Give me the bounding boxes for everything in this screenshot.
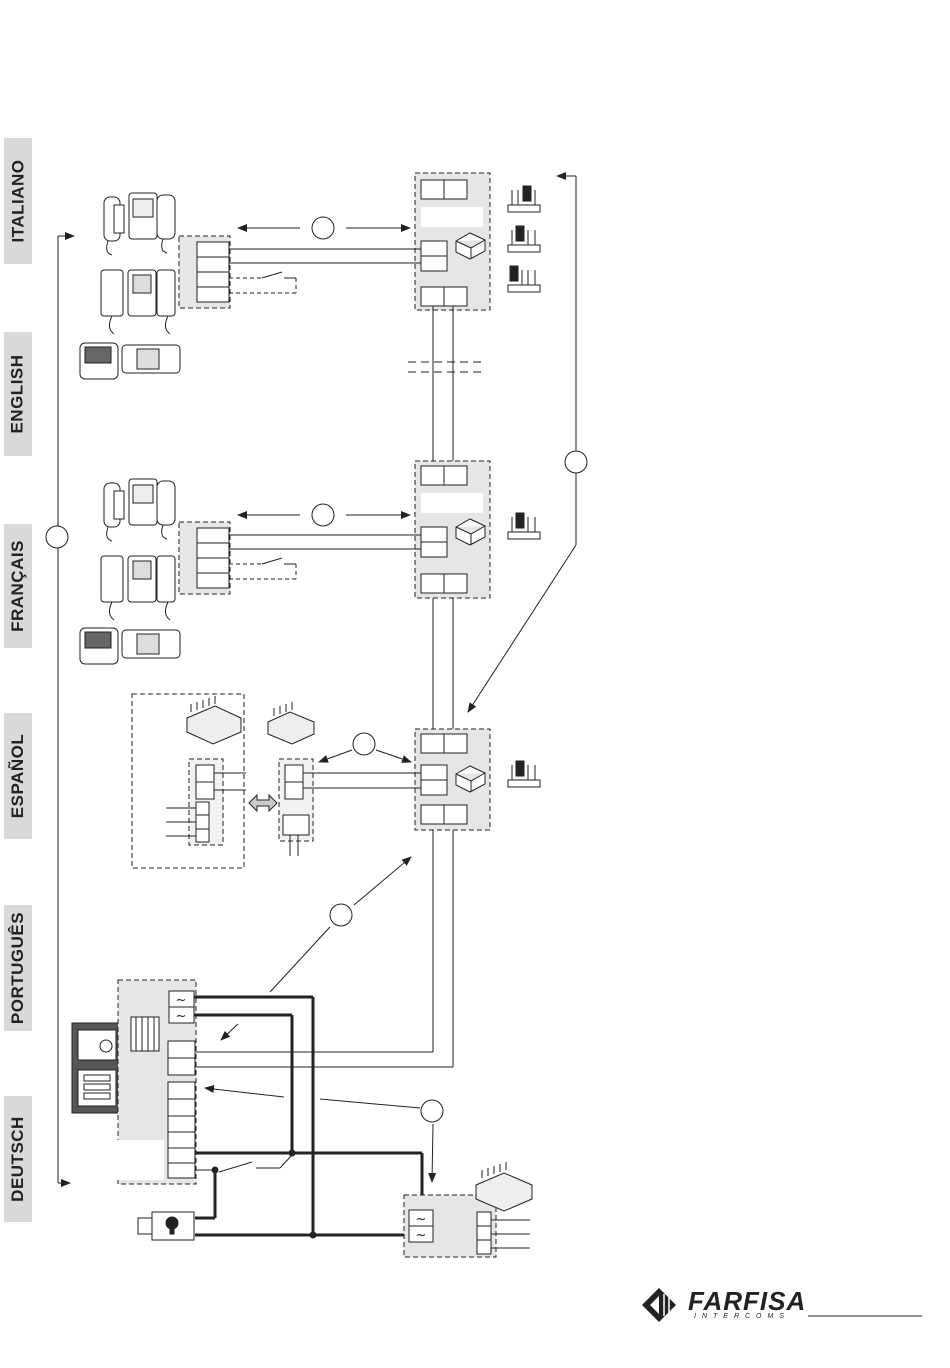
terminal-block-1 [179, 236, 230, 308]
jumper-icon [508, 761, 540, 787]
jumper-icon [508, 186, 540, 292]
callout-circle [565, 451, 587, 473]
door-panel [72, 1023, 122, 1113]
jumper-icon [508, 513, 540, 539]
junction-dots [212, 1150, 317, 1239]
logo-tagline: INTERCOMS [694, 1313, 790, 1320]
floor-distributor-1 [415, 173, 490, 310]
floor-distributor-2 [415, 461, 490, 598]
farfisa-logo: FARFISA INTERCOMS [642, 1286, 942, 1326]
ac-symbol: ~ [176, 993, 187, 1008]
callout-circle [421, 1100, 443, 1122]
terminal-block-2 [179, 522, 230, 594]
callout-circle [312, 217, 334, 239]
ac-symbol: ~ [416, 1212, 427, 1227]
callout-circle [330, 904, 352, 926]
door-lock-icon [138, 1212, 194, 1240]
ac-symbol: ~ [416, 1228, 427, 1243]
ac-symbol: ~ [176, 1009, 187, 1024]
module-area [132, 694, 421, 868]
callout-circle [312, 504, 334, 526]
callout-circle [46, 526, 68, 548]
floor-distributor-3 [415, 729, 490, 830]
riser-bus [196, 306, 484, 1067]
handset-group-1 [80, 193, 180, 379]
handset-group-2 [80, 479, 180, 664]
callout-circle [353, 733, 375, 755]
